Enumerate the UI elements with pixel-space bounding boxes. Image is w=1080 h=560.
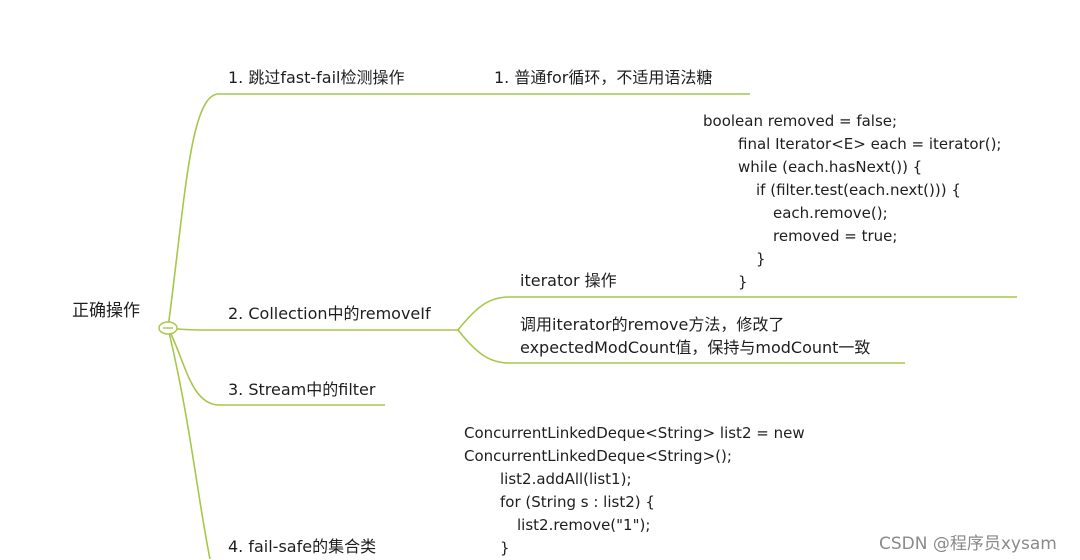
connector-branch-4 [167, 327, 211, 559]
connector-branch-3 [167, 327, 385, 406]
code-line: list2.remove("1"); [517, 516, 651, 534]
code-line: each.remove(); [773, 204, 888, 222]
branch-2-label[interactable]: 2. Collection中的removeIf [228, 304, 431, 323]
code-line: boolean removed = false; [703, 112, 898, 130]
code-line: removed = true; [773, 227, 898, 245]
code-line: } [756, 250, 766, 268]
connector-note [457, 329, 905, 364]
code-line: final Iterator<E> each = iterator(); [738, 135, 1002, 153]
code-line: if (filter.test(each.next())) { [756, 181, 961, 199]
branch-1-label[interactable]: 1. 跳过fast-fail检测操作 [228, 68, 405, 87]
code-line: ConcurrentLinkedDeque<String> list2 = ne… [464, 424, 805, 442]
code-line: while (each.hasNext()) { [738, 158, 923, 176]
iterator-op-node[interactable]: iterator 操作 [520, 271, 617, 290]
branch-3-label[interactable]: 3. Stream中的filter [228, 380, 376, 399]
note-line-1: 调用iterator的remove方法，修改了 [520, 315, 785, 334]
watermark: CSDN @程序员xysam [879, 534, 1057, 554]
collapse-toggle [158, 321, 178, 335]
note-line-2: expectedModCount值，保持与modCount一致 [520, 338, 871, 357]
code-line: } [738, 273, 748, 291]
root-node-label[interactable]: 正确操作 [72, 301, 140, 321]
branch-4-label[interactable]: 4. fail-safe的集合类 [228, 537, 377, 556]
code-line: list2.addAll(list1); [500, 470, 632, 488]
connector-branch-1 [167, 93, 470, 329]
code-line: } [500, 539, 510, 557]
for-loop-node[interactable]: 1. 普通for循环，不适用语法糖 [494, 68, 713, 87]
code-line: ConcurrentLinkedDeque<String>(); [464, 447, 732, 465]
code-line: for (String s : list2) { [500, 493, 655, 511]
connector-iterator-op [457, 296, 1017, 331]
connector-branch-2 [167, 327, 458, 331]
